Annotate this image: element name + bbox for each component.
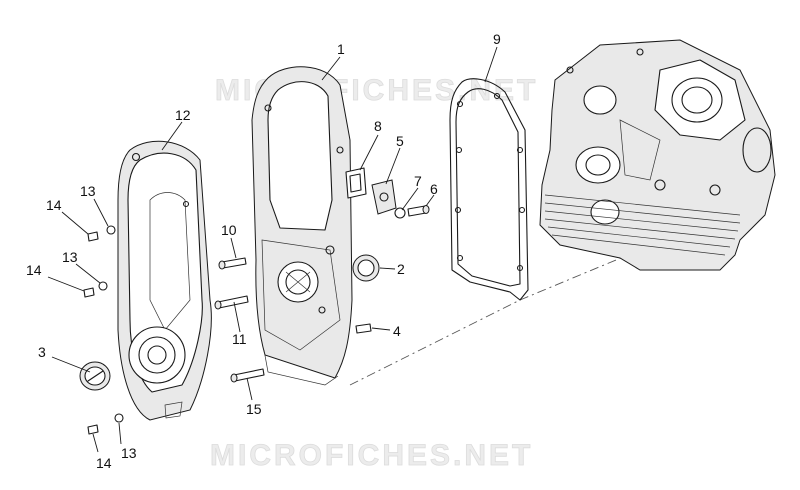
callout-labels: 1 2 3 4 5 6 7 8 9 10 11 12 13 13 13 14 1… [26, 31, 501, 471]
callout-11: 11 [232, 331, 247, 347]
engine-crankcase [539, 39, 776, 271]
leader-lines [47, 46, 498, 453]
watermark-bottom: MICROFICHES.NET [210, 439, 533, 472]
washer [394, 207, 406, 219]
callout-2: 2 [397, 261, 405, 277]
callout-9: 9 [493, 31, 501, 47]
callout-6: 6 [430, 181, 438, 197]
screw-14-top [87, 231, 99, 242]
screw-14-middle [83, 287, 95, 298]
callout-12: 12 [175, 107, 191, 123]
screw-14-bottom [87, 424, 99, 435]
callout-14-middle: 14 [26, 262, 42, 278]
screw-6 [407, 205, 430, 217]
callout-5: 5 [396, 133, 404, 149]
bolt-10 [218, 257, 247, 270]
callout-7: 7 [414, 173, 422, 189]
callout-13-middle: 13 [62, 249, 78, 265]
callout-14-top: 14 [46, 197, 62, 213]
callout-13-top: 13 [80, 183, 96, 199]
cover-plate-hole [379, 192, 389, 202]
bolt-15 [230, 368, 265, 383]
callout-13-bottom: 13 [121, 445, 137, 461]
cover-gasket [449, 78, 529, 301]
oil-seal [352, 254, 380, 282]
outer-belt-cover [117, 140, 212, 421]
callout-10: 10 [221, 222, 237, 238]
callout-14-bottom: 14 [96, 455, 112, 471]
spacer-13-middle [98, 281, 108, 291]
callout-1: 1 [337, 41, 345, 57]
small-gasket [345, 167, 367, 199]
spacer-13-bottom [114, 413, 124, 423]
callout-3: 3 [38, 344, 46, 360]
inspection-cap [79, 361, 111, 391]
callout-4: 4 [393, 323, 401, 339]
cover-plate [371, 179, 397, 215]
inner-timing-cover [251, 66, 353, 386]
alignment-line [349, 249, 641, 386]
bolt-11 [214, 295, 249, 310]
small-gasket-opening [349, 173, 362, 193]
dowel-pin [355, 323, 372, 334]
callout-8: 8 [374, 118, 382, 134]
callout-15: 15 [246, 401, 262, 417]
spacer-13-top [106, 225, 116, 235]
